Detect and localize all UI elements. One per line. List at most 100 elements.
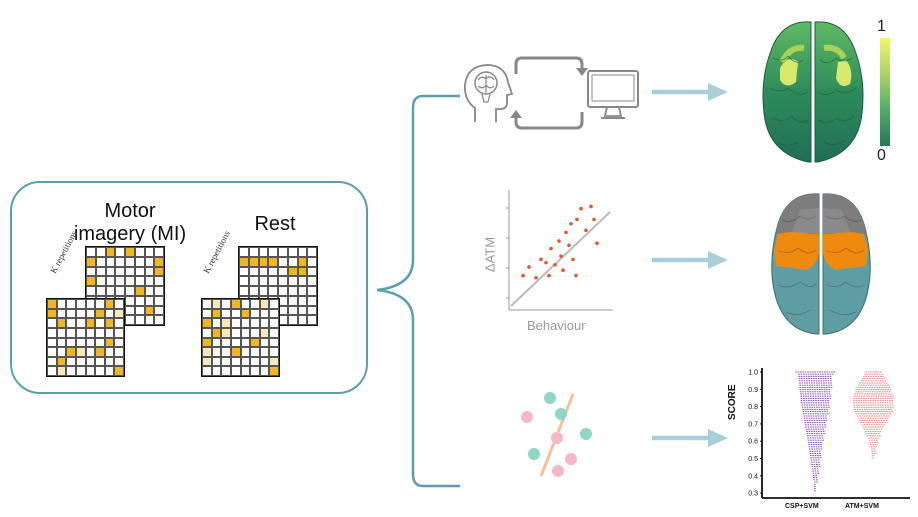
matrix-cell: [250, 299, 260, 309]
violin-dot: [873, 446, 875, 448]
violin-dot: [817, 439, 819, 441]
matrix-cell: [240, 337, 251, 348]
violin-dot: [875, 389, 877, 391]
violin-dot: [816, 389, 819, 391]
violin-dot: [812, 397, 815, 399]
violin-dot: [813, 380, 815, 382]
violin-dot: [812, 415, 815, 417]
violin-dot: [878, 386, 881, 388]
violin-dot: [816, 448, 818, 450]
violin-dot: [808, 448, 811, 450]
violin-dot: [861, 393, 864, 395]
matrix-cell: [287, 266, 298, 277]
matrix-cell: [307, 286, 317, 296]
violin-dot: [806, 419, 809, 421]
violin-dot: [879, 400, 882, 402]
matrix-cell: [211, 299, 222, 309]
matrix-cell: [250, 337, 260, 348]
violin-dot: [830, 384, 833, 386]
violin-dot: [807, 393, 809, 395]
violin-dot: [821, 391, 824, 393]
matrix-cell: [66, 366, 76, 376]
violin-dot: [872, 444, 875, 446]
violin-dot: [812, 457, 815, 459]
violin-dot: [813, 446, 816, 448]
violin-dot: [873, 424, 876, 426]
rest-matrix-front: [201, 298, 280, 377]
matrix-cell: [239, 247, 249, 257]
violin-dot: [806, 389, 809, 391]
violin-dot: [876, 435, 879, 437]
violin-dot: [862, 422, 865, 424]
violin-dot: [879, 413, 882, 415]
violin-dot: [814, 472, 817, 474]
violin-dot: [822, 417, 825, 419]
matrix-cell: [239, 256, 249, 267]
violin-tick-label: 0.5: [748, 456, 758, 463]
violin-dot: [818, 446, 820, 448]
violin-dot: [873, 439, 876, 441]
violin-dot: [886, 400, 889, 402]
violin-dot: [802, 408, 804, 410]
violin-dot: [891, 411, 893, 413]
violin-dot: [823, 433, 825, 435]
violin-dot: [882, 404, 884, 406]
violin-dot: [809, 422, 811, 424]
violin-dot: [802, 395, 805, 397]
violin-dot: [875, 406, 877, 408]
violin-dot: [804, 411, 807, 413]
violin-dot: [866, 415, 869, 417]
violin-dot: [889, 402, 891, 404]
colorbar: [880, 38, 890, 146]
violin-dot: [863, 375, 865, 377]
violin-dot: [864, 393, 866, 395]
violin-dot: [869, 422, 872, 424]
matrix-cell: [75, 299, 86, 309]
violin-dot: [863, 413, 865, 415]
violin-dot: [881, 417, 884, 419]
violin-dot: [866, 373, 869, 375]
matrix-cell: [287, 276, 298, 286]
violin-dot: [856, 395, 858, 397]
violin-dot: [812, 424, 814, 426]
violin-dot: [872, 389, 875, 391]
violin-dot: [819, 395, 822, 397]
violin-dot: [881, 411, 884, 413]
violin-dot: [815, 415, 817, 417]
violin-dot: [795, 371, 797, 373]
violin-dot: [871, 408, 873, 410]
violin-dot: [877, 430, 879, 432]
violin-dot: [826, 413, 829, 415]
matrix-cell: [114, 337, 124, 348]
violin-dot: [862, 391, 865, 393]
violin-dot: [822, 375, 825, 377]
violin-dot: [800, 393, 802, 395]
matrix-cell: [144, 305, 155, 316]
violin-dot: [868, 408, 871, 410]
violin-dot: [867, 417, 870, 419]
violin-dot: [803, 378, 806, 380]
violin-dot: [807, 439, 810, 441]
violin-dot: [821, 386, 823, 388]
violin-dot: [853, 406, 856, 408]
violin-dot: [806, 408, 809, 410]
violin-dot: [874, 391, 877, 393]
violin-dot: [828, 371, 831, 373]
violin-dot: [813, 477, 815, 479]
violin-dot: [810, 402, 813, 404]
violin-dot: [860, 397, 863, 399]
violin-dot: [880, 389, 882, 391]
matrix-cell: [104, 347, 115, 357]
violin-dot: [824, 426, 827, 428]
matrix-cell: [56, 337, 67, 348]
computer-monitor-icon: [587, 70, 639, 119]
violin-dot: [824, 413, 827, 415]
scatter-point: [569, 221, 573, 226]
matrix-cell: [75, 347, 86, 357]
matrix-cell: [47, 337, 57, 348]
violin-dot: [863, 389, 865, 391]
violin-dot: [813, 463, 816, 465]
violin-dot: [889, 404, 891, 406]
matrix-cell: [250, 308, 260, 319]
violin-dot: [808, 417, 811, 419]
